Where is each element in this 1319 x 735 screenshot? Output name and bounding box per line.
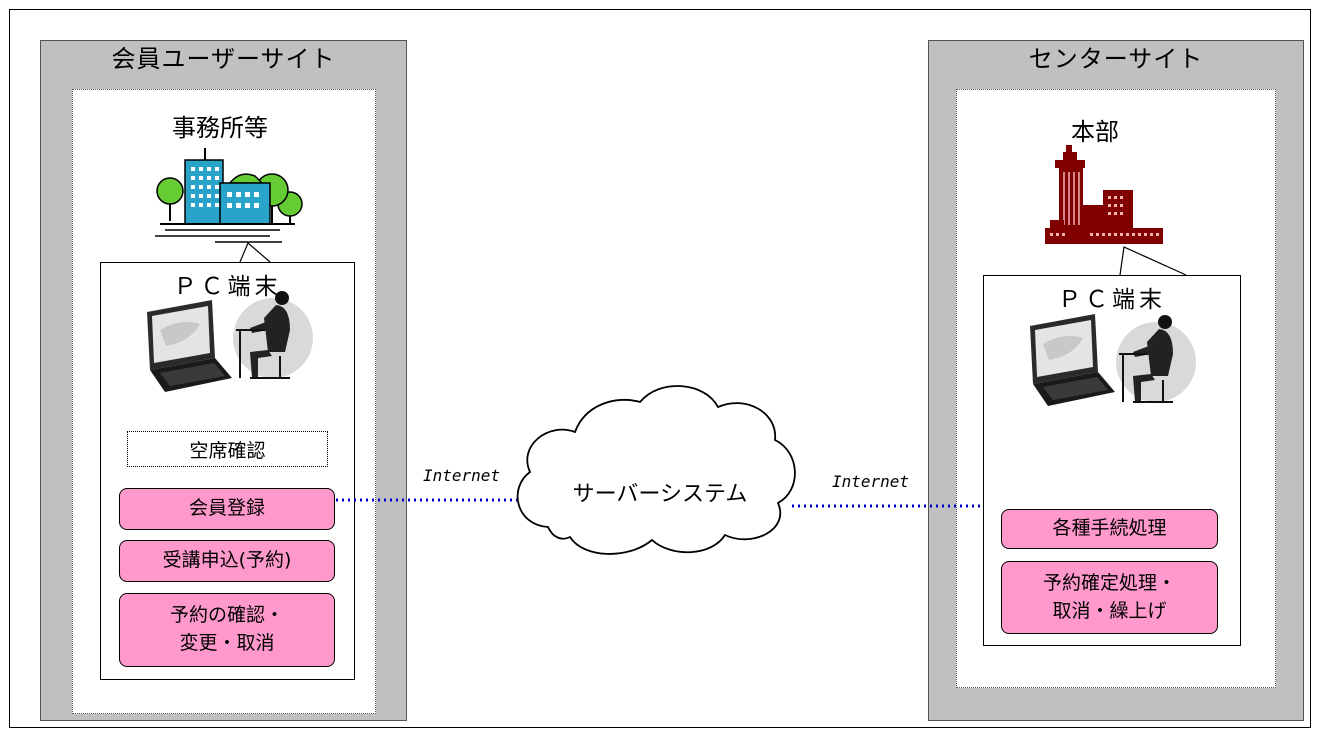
right-internet-label: Internet: [832, 472, 910, 491]
office-building-icon: [155, 148, 303, 243]
user-at-desk-icon: [233, 291, 313, 379]
member-pc-label: ＰＣ端末: [173, 274, 282, 300]
course-application-button[interactable]: 受講申込(予約): [119, 540, 335, 582]
headquarters-label: 本部: [1071, 118, 1119, 146]
procedures-processing-button[interactable]: 各種手続処理: [1001, 509, 1218, 549]
member-user-site-title: 会員ユーザーサイト: [111, 45, 336, 73]
office-label: 事務所等: [172, 114, 268, 142]
laptop-icon: [147, 300, 232, 392]
laptop-icon: [1030, 314, 1115, 406]
seat-availability-check: 空席確認: [127, 431, 328, 467]
user-at-desk-icon: [1116, 315, 1196, 403]
center-site-title: センターサイト: [1028, 45, 1204, 73]
reservation-confirm-change-cancel-button[interactable]: 予約の確認・ 変更・取消: [119, 593, 335, 667]
reservation-confirmation-processing-button[interactable]: 予約確定処理・ 取消・繰上げ: [1001, 561, 1218, 634]
diagram-frame: [9, 9, 1311, 728]
headquarters-building-icon: [1045, 145, 1163, 244]
cloud-icon: [516, 385, 796, 555]
server-system-label: サーバーシステム: [572, 482, 748, 507]
left-internet-label: Internet: [423, 466, 501, 485]
member-registration-button[interactable]: 会員登録: [119, 488, 335, 530]
center-pc-label: ＰＣ端末: [1058, 287, 1166, 313]
